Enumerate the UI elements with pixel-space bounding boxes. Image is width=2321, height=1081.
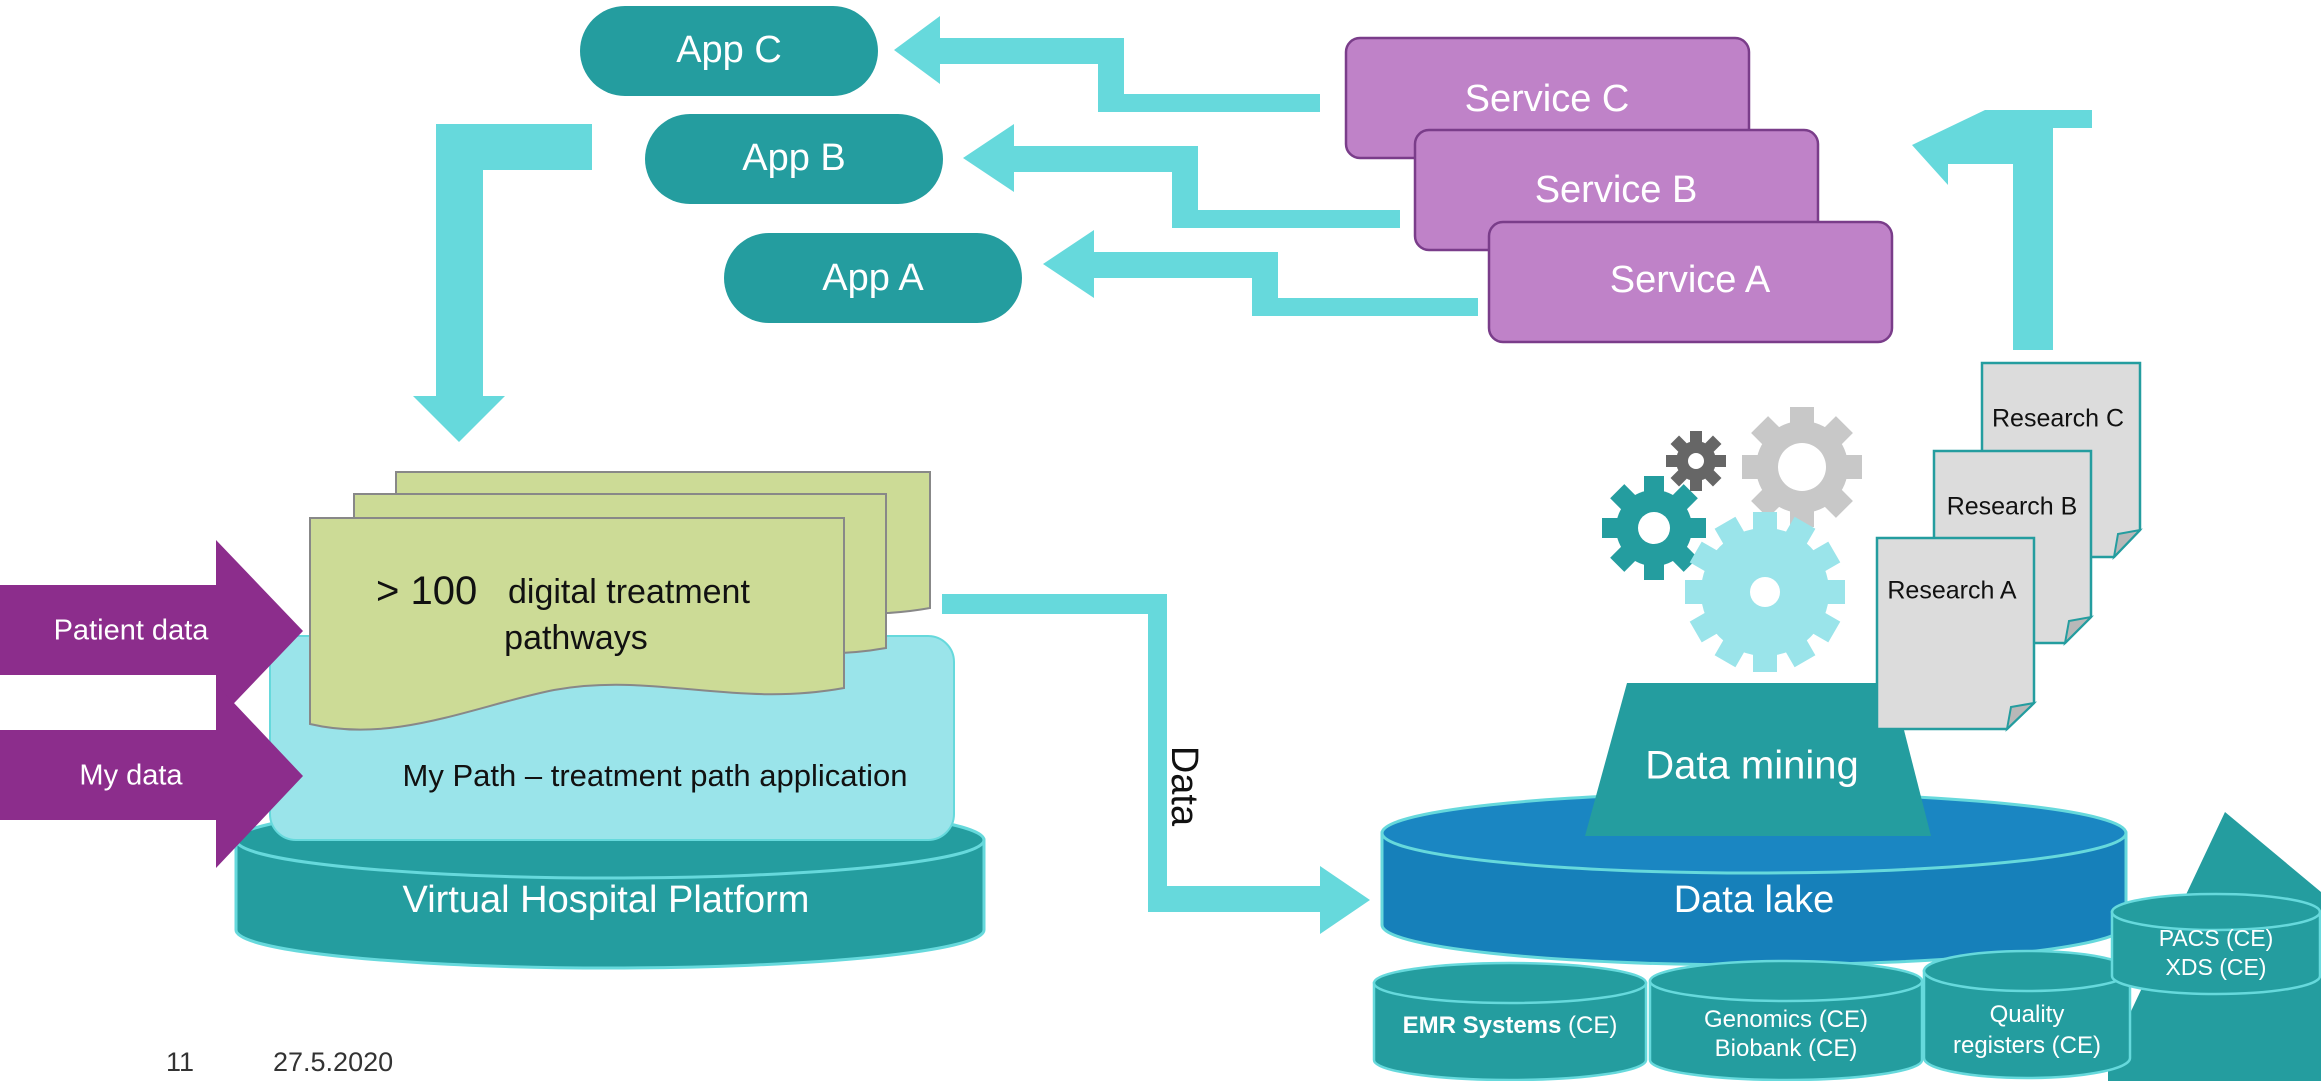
arrow-service-c-to-app-c xyxy=(894,16,1320,112)
data-mining-box[interactable]: Data mining xyxy=(1585,683,1931,836)
quality-line2: registers (CE) xyxy=(1953,1032,2101,1059)
arrow-service-b-to-app-b xyxy=(963,124,1400,228)
research-b-label: Research B xyxy=(1947,493,2078,521)
research-c-label: Research C xyxy=(1992,405,2124,433)
pacs-xds-cylinder[interactable]: PACS (CE) XDS (CE) xyxy=(2110,892,2321,996)
gear-teal-dark-icon xyxy=(1602,476,1706,580)
app-b-label: App B xyxy=(742,137,846,179)
app-a-pill[interactable]: App A xyxy=(724,233,1022,323)
research-a-label: Research A xyxy=(1887,577,2017,605)
emr-label-suffix: (CE) xyxy=(1561,1012,1617,1039)
my-data-arrow[interactable]: My data xyxy=(0,684,303,868)
service-a-box[interactable]: Service A xyxy=(1487,220,1894,344)
service-c-label: Service C xyxy=(1465,78,1630,120)
service-c-box[interactable]: Service C xyxy=(1344,36,1751,160)
pathways-line1: digital treatment xyxy=(508,573,750,611)
genomics-line2: Biobank (CE) xyxy=(1715,1035,1858,1062)
page-number: 11 xyxy=(166,1047,195,1077)
data-flow-label: Data xyxy=(1163,746,1205,827)
emr-label: EMR Systems (CE) xyxy=(1403,1012,1618,1039)
arrow-research-to-services xyxy=(1912,110,2092,350)
quality-line1: Quality xyxy=(1990,1001,2065,1028)
service-a-label: Service A xyxy=(1610,259,1771,301)
app-b-pill[interactable]: App B xyxy=(645,114,943,204)
pacs-line2: XDS (CE) xyxy=(2166,954,2267,980)
pacs-line1: PACS (CE) xyxy=(2159,925,2274,951)
footer-date: 27.5.2020 xyxy=(273,1047,394,1077)
arrow-apps-to-pathways xyxy=(413,124,592,442)
pathways-line2: pathways xyxy=(504,619,648,657)
emr-systems-cylinder[interactable]: EMR Systems (CE) xyxy=(1372,961,1648,1081)
app-c-label: App C xyxy=(676,29,782,71)
pathways-documents-stack: > 100 digital treatment pathways xyxy=(309,471,931,731)
pathways-count: > 100 xyxy=(376,569,477,613)
mypath-label: My Path – treatment path application xyxy=(403,758,908,793)
quality-registers-cylinder[interactable]: Quality registers (CE) xyxy=(1922,949,2132,1080)
data-mining-label: Data mining xyxy=(1645,744,1858,788)
genomics-biobank-cylinder[interactable]: Genomics (CE) Biobank (CE) xyxy=(1648,959,1924,1081)
my-data-label: My data xyxy=(79,760,183,792)
emr-label-bold: EMR Systems xyxy=(1403,1012,1562,1039)
gear-teal-light-icon xyxy=(1685,512,1845,672)
app-c-pill[interactable]: App C xyxy=(580,6,878,96)
arrow-service-a-to-app-a xyxy=(1043,230,1478,316)
platform-label: Virtual Hospital Platform xyxy=(403,879,810,921)
app-a-label: App A xyxy=(822,257,924,299)
patient-data-arrow[interactable]: Patient data xyxy=(0,540,303,722)
gear-light-grey-icon xyxy=(1742,407,1862,527)
patient-data-label: Patient data xyxy=(54,615,210,647)
genomics-line1: Genomics (CE) xyxy=(1704,1006,1868,1033)
arrow-data-to-lake xyxy=(942,594,1370,934)
service-b-label: Service B xyxy=(1535,169,1698,211)
gear-small-dark-icon xyxy=(1666,431,1726,491)
data-lake-label: Data lake xyxy=(1674,879,1835,921)
research-a-doc[interactable]: Research A xyxy=(1875,536,2038,732)
